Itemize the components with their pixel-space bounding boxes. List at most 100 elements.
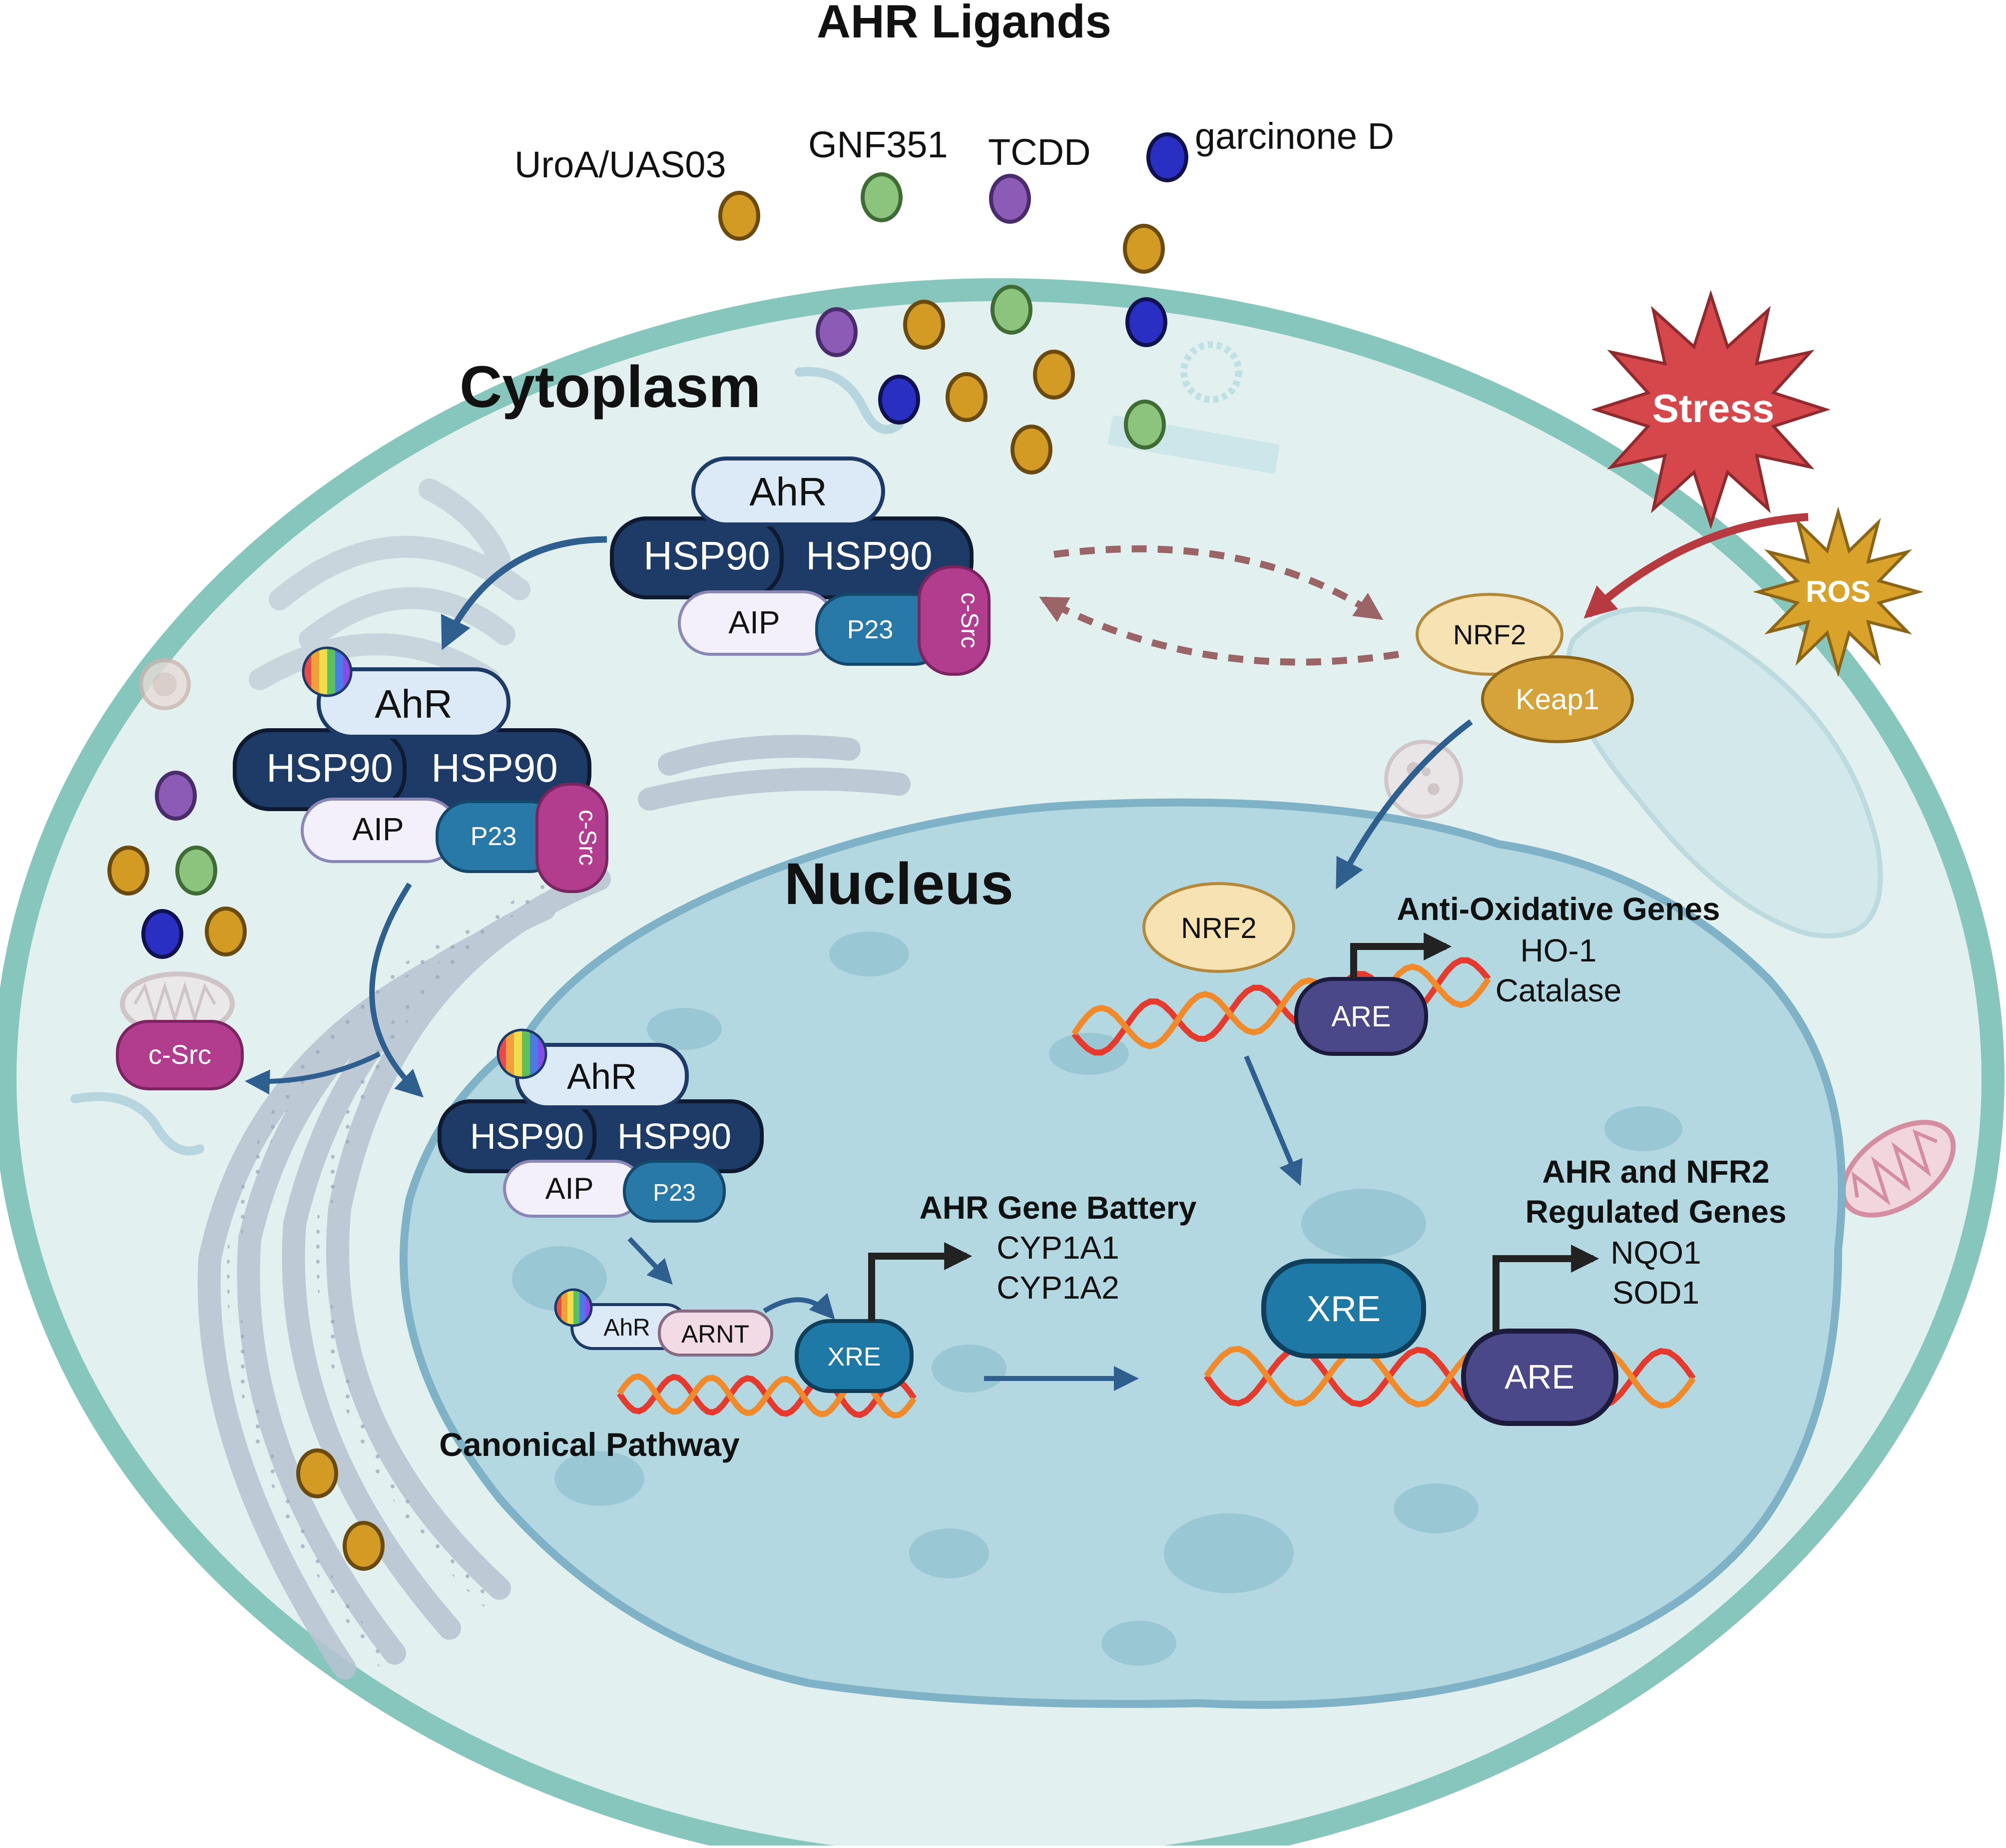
ros-label: ROS (1806, 575, 1871, 608)
combined-gene-1: NQO1 (1610, 1235, 1701, 1271)
ligand-molecule (155, 771, 197, 821)
ligand-molecule (989, 174, 1031, 224)
transcription-arrow-combined (1493, 1245, 1599, 1331)
arrow-keap1-to-nrf2 (1336, 719, 1473, 890)
ros-to-keap1-arrow (1583, 513, 1809, 619)
free-csrc-box (116, 1020, 244, 1090)
figure-title: AHR Ligands (817, 0, 1111, 47)
hsp90-label-left: HSP90 (266, 746, 393, 790)
ligand-molecule (1010, 425, 1052, 474)
ligand-molecule (205, 907, 247, 956)
csrc-box (918, 565, 991, 676)
are-top-label: ARE (1331, 1000, 1391, 1033)
ligand-label-uroa: UroA/UAS03 (514, 144, 726, 185)
p23-label: P23 (653, 1180, 695, 1206)
ligand-badges (302, 646, 593, 1327)
p23-label: P23 (847, 615, 894, 644)
arrow-complex1-to-complex2 (441, 536, 607, 650)
ligand-badge-ring (497, 1028, 547, 1079)
microtubule-left (70, 1092, 204, 1156)
ahr-label: AhR (375, 682, 453, 726)
er-ribosomes (227, 858, 602, 1667)
p23-label: P23 (471, 822, 517, 851)
crosstalk-arrow-back (1039, 596, 1400, 666)
hsp90-label-right: HSP90 (617, 1117, 731, 1157)
hsp90-label-left: HSP90 (470, 1117, 584, 1157)
stress-burst: Stress (1591, 290, 1831, 529)
mitochondrion-right (1840, 1120, 1956, 1218)
aip-label: AIP (545, 1172, 594, 1205)
ligand-molecule (718, 191, 760, 241)
ahr-arnt-dimer: AhR ARNT (570, 1303, 773, 1357)
vacuole (1565, 606, 1883, 938)
anti-oxidative-gene-2: Catalase (1496, 972, 1622, 1008)
nrf2-cytoplasm (1416, 593, 1563, 676)
ligand-molecule (1123, 224, 1165, 274)
ahr-box (691, 457, 885, 526)
stress-label: Stress (1652, 386, 1775, 431)
ligand-molecule (175, 846, 217, 896)
hsp90-label-right: HSP90 (806, 533, 932, 578)
dna-strand (1071, 963, 1491, 1049)
ligand-badge (303, 648, 351, 696)
arnt-label: ARNT (681, 1320, 749, 1348)
ahr-box (317, 667, 510, 739)
ahr-label: AhR (567, 1057, 637, 1097)
combined-title-line-1: AHR and NFR2 (1542, 1154, 1769, 1190)
csrc-label: c-Src (956, 592, 983, 648)
ligand-molecule (816, 307, 858, 357)
ligand-molecule (296, 1448, 338, 1498)
transcription-arrow-anti-oxidative (1350, 932, 1452, 979)
ahr-battery-gene-2: CYP1A2 (997, 1270, 1119, 1306)
keap1 (1481, 655, 1634, 743)
csrc-label: c-Src (574, 810, 600, 866)
combined-title-line-2: Regulated Genes (1525, 1194, 1787, 1230)
csrc-box (535, 783, 608, 893)
ligand-molecule (946, 372, 988, 422)
ligand-label-garcinone: garcinone D (1195, 115, 1394, 157)
are-large-label: ARE (1504, 1358, 1574, 1396)
arrow-complex2-to-nucleus (369, 883, 424, 1098)
xre-small-box (795, 1319, 914, 1393)
combined-gene-2: SOD1 (1612, 1275, 1699, 1311)
ligand-molecule (903, 300, 945, 350)
golgi-apparatus (249, 478, 530, 690)
ligand-label-gnf351: GNF351 (808, 124, 948, 165)
ligand-molecule (991, 285, 1032, 335)
ligand-molecule (1125, 297, 1167, 347)
ligand-molecule (343, 1521, 385, 1571)
ligand-badge (555, 1290, 591, 1326)
ahr-complex-nuclear: AhR HSP90 HSP90 AIP P23 (438, 1043, 764, 1223)
xre-large-label: XRE (1307, 1289, 1381, 1329)
arrow-dimer-to-xre (763, 1293, 835, 1320)
ligand-molecule (878, 375, 920, 425)
ligand-badge-ring (302, 646, 353, 697)
ahr-label: AhR (749, 469, 827, 514)
ligand-layer (107, 132, 1188, 1571)
hsp90-label-right: HSP90 (431, 746, 557, 790)
arrow-complex3-to-dimer (627, 1237, 673, 1285)
ligand-molecule (1146, 132, 1188, 182)
ligand-molecule (107, 846, 149, 896)
nrf2-cytoplasm-label: NRF2 (1453, 619, 1526, 650)
nucleus-envelope (400, 798, 1846, 1709)
ligand-label-tcdd: TCDD (988, 131, 1091, 173)
cytoplasm-label: Cytoplasm (460, 354, 761, 420)
xre-large-box (1261, 1259, 1426, 1359)
ligand-badge-ring (554, 1288, 593, 1327)
aip-label: AIP (352, 811, 404, 847)
nucleus-label: Nucleus (784, 851, 1013, 917)
ligand-molecule (861, 172, 903, 222)
xre-small-label: XRE (828, 1343, 881, 1372)
crosstalk-arrow-forward (1053, 545, 1384, 620)
arrow-release-csrc (245, 1051, 381, 1095)
lysosome (1384, 740, 1463, 819)
are-large-box (1461, 1329, 1618, 1426)
ahr-small-label: AhR (603, 1315, 650, 1341)
ros-burst: ROS (1752, 506, 1924, 678)
ligand-molecule (1033, 350, 1075, 400)
nrf2-nuclear-label: NRF2 (1181, 912, 1256, 944)
canonical-pathway-label: Canonical Pathway (439, 1426, 740, 1463)
aip-label: AIP (728, 604, 780, 640)
ahr-complex-cytoplasm-2: AhR HSP90 HSP90 AIP P23 c-Src (233, 667, 608, 893)
